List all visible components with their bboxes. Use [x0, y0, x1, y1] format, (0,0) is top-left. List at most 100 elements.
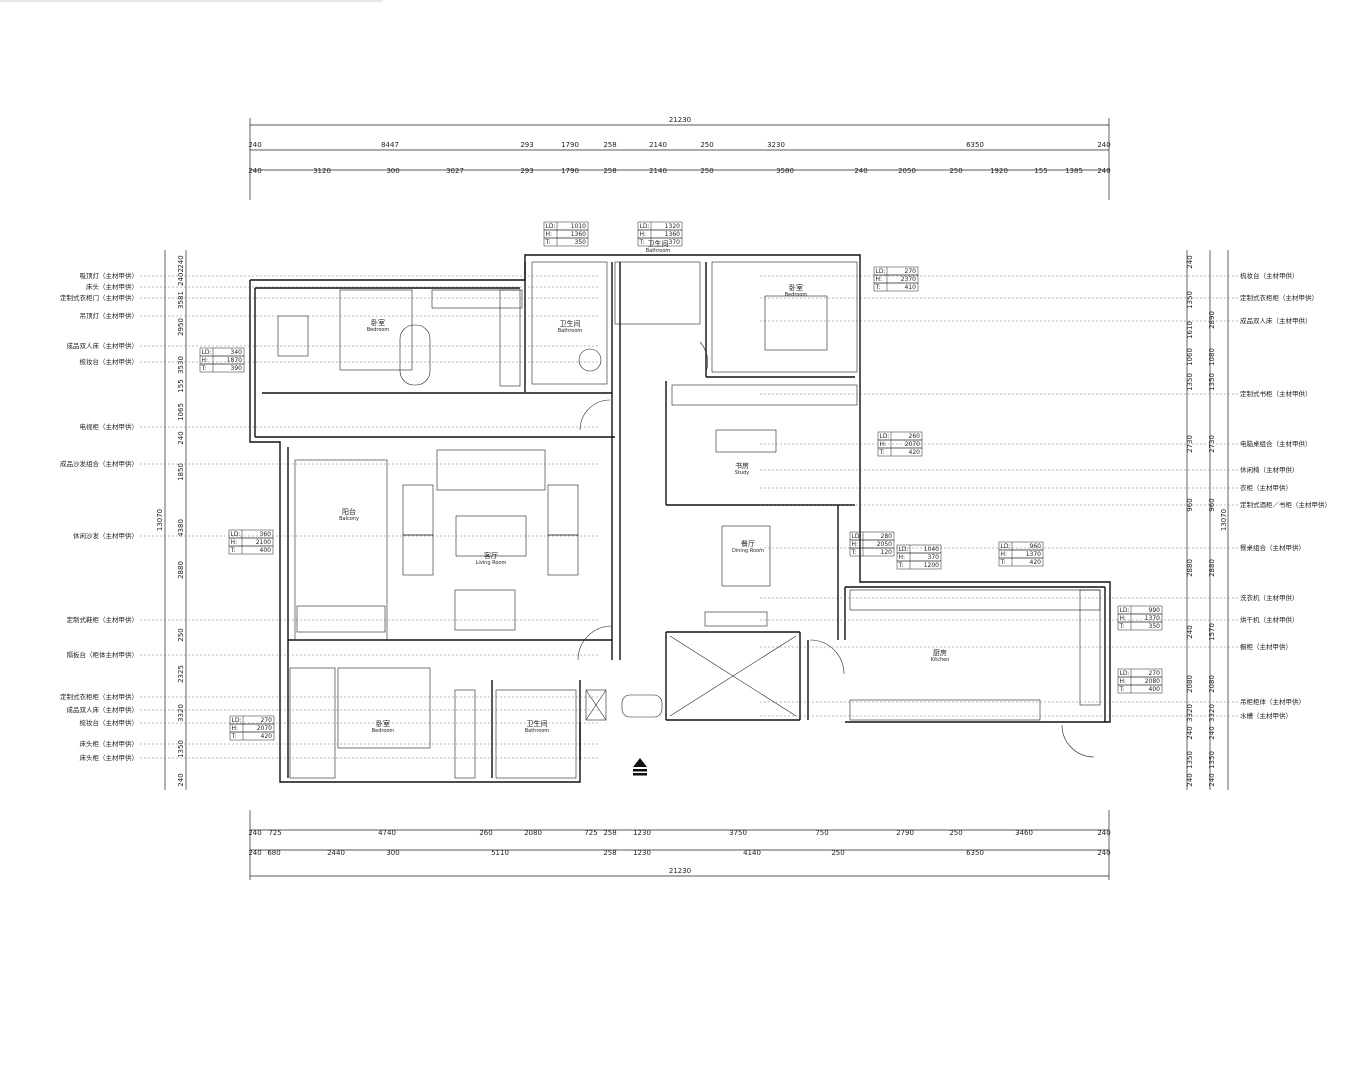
left-annotations: 吸顶灯（主材甲供）床头（主材甲供）定制式衣柜门（主材甲供）吊顶灯（主材甲供）成品…	[60, 271, 600, 762]
dim-bottom-1: 1230	[633, 829, 651, 837]
dim-top-1: 258	[603, 141, 616, 149]
dim-total-top: 21230	[669, 116, 691, 124]
room-name-en: Bedroom	[785, 292, 808, 298]
dim-bottom-2: 240	[248, 849, 261, 857]
dim-bottom-1: 258	[603, 829, 616, 837]
spec-key: H:	[899, 554, 906, 561]
left-label: 成品沙发组合（主材甲供）	[60, 459, 138, 468]
dim-left: 240	[177, 773, 185, 786]
spec-value: 1200	[924, 562, 939, 569]
dim-bottom-1: 750	[815, 829, 828, 837]
dim-left: 4380	[177, 519, 185, 537]
dim-left: 2325	[177, 665, 185, 683]
dim-bottom-2: 258	[603, 849, 616, 857]
spec-key: LD:	[899, 546, 909, 553]
room-name-en: Dining Room	[732, 548, 764, 554]
spec-value: 270	[1149, 670, 1161, 677]
spec-value: 410	[905, 284, 917, 291]
dim-right-b: 240	[1208, 726, 1216, 739]
spec-value: 2070	[257, 725, 272, 732]
dim-bottom-2: 5110	[491, 849, 509, 857]
dim-top-2: 240	[248, 167, 261, 175]
spec-value: 370	[928, 554, 940, 561]
right-label: 吊柜柜体（主材甲供）	[1240, 697, 1305, 706]
dim-bottom-1: 4740	[378, 829, 396, 837]
spec-key: LD:	[640, 223, 650, 230]
dim-right-b: 2880	[1208, 559, 1216, 577]
left-label: 休闲沙发（主材甲供）	[73, 531, 138, 540]
spec-value: 1320	[665, 223, 680, 230]
spec-value: 1010	[571, 223, 586, 230]
room-name-en: Bedroom	[372, 728, 395, 734]
dim-top-1: 1790	[561, 141, 579, 149]
dim-left: 2950	[177, 318, 185, 336]
spec-key: H:	[880, 441, 887, 448]
room-name: 卫生间	[648, 239, 669, 248]
dim-right-a: 2880	[1186, 559, 1194, 577]
dim-right-a: 3320	[1186, 704, 1194, 722]
dim-left: 3530	[177, 356, 185, 374]
dim-right-b: 240	[1208, 773, 1216, 786]
spec-key: H:	[876, 276, 883, 283]
dim-top-2: 2140	[649, 167, 667, 175]
dim-right-a: 1610	[1186, 321, 1194, 339]
spec-value: 280	[881, 533, 893, 540]
dim-left: 3581	[177, 291, 185, 309]
left-label: 床头柜（主材甲供）	[80, 739, 139, 748]
spec-key: LD:	[852, 533, 862, 540]
spec-value: 1040	[924, 546, 939, 553]
dim-left: 2402	[177, 268, 185, 286]
dim-top-2: 3027	[446, 167, 464, 175]
dim-left: 2880	[177, 561, 185, 579]
dim-top-2: 1920	[990, 167, 1008, 175]
spec-value: 260	[909, 433, 921, 440]
dim-right-a: 1350	[1186, 373, 1194, 391]
right-label: 衣柜（主材甲供）	[1240, 483, 1292, 492]
dim-top-2: 155	[1034, 167, 1047, 175]
spec-value: 960	[1030, 543, 1042, 550]
spec-key: LD:	[231, 531, 241, 538]
dim-left: 1850	[177, 463, 185, 481]
left-label: 吊顶灯（主材甲供）	[80, 311, 139, 320]
furniture	[277, 261, 1101, 779]
spec-value: 390	[231, 365, 243, 372]
left-label: 吸顶灯（主材甲供）	[80, 271, 139, 280]
dim-top-1: 3230	[767, 141, 785, 149]
spec-value: 2370	[901, 276, 916, 283]
spec-value: 420	[909, 449, 921, 456]
spec-key: LD:	[876, 268, 886, 275]
spec-value: 350	[575, 239, 587, 246]
right-label: 橱柜（主材甲供）	[1240, 642, 1292, 651]
room-name: 卧室	[789, 283, 803, 292]
spec-value: 2080	[1145, 678, 1160, 685]
room-name-en: Living Room	[476, 560, 507, 566]
dim-right-a: 240	[1186, 255, 1194, 268]
spec-key: LD:	[232, 717, 242, 724]
left-label: 梳妆台（主材甲供）	[80, 357, 139, 366]
dim-bottom-1: 2790	[896, 829, 914, 837]
dim-top-2: 2050	[898, 167, 916, 175]
dim-right-total: 13070	[1220, 509, 1228, 531]
dim-bottom-1: 2080	[524, 829, 542, 837]
dim-total-bottom: 21230	[669, 867, 691, 875]
dim-right-a: 1350	[1186, 291, 1194, 309]
spec-key: LD:	[1120, 670, 1130, 677]
spec-key: T:	[230, 547, 236, 554]
left-label: 梳妆台（主材甲供）	[80, 718, 139, 727]
dim-bottom-2: 1230	[633, 849, 651, 857]
dim-top-1: 8447	[381, 141, 399, 149]
spec-key: T:	[879, 449, 885, 456]
spec-key: H:	[1120, 678, 1127, 685]
right-label: 定制式书柜（主材甲供）	[1240, 389, 1312, 398]
right-label: 定制式酒柜／书柜（主材甲供）	[1240, 500, 1331, 509]
spec-key: T:	[545, 239, 551, 246]
right-label: 水槽（主材甲供）	[1240, 711, 1292, 720]
dim-right-a: 240	[1186, 625, 1194, 638]
right-label: 成品双人床（主材甲供）	[1240, 316, 1312, 325]
